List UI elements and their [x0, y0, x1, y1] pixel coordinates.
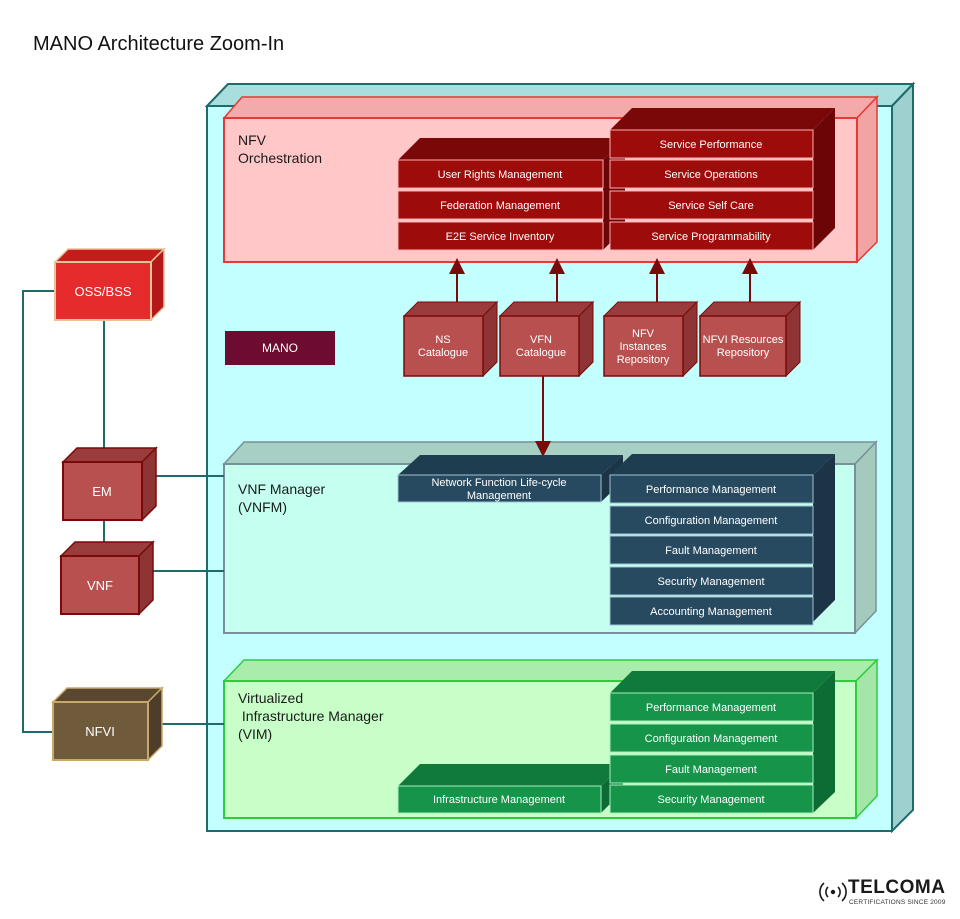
nfvo-left-item: User Rights Management — [438, 169, 563, 181]
vim-left-block: Infrastructure Management — [397, 764, 623, 814]
logo-name: TELCOMA — [848, 877, 946, 898]
nfvo-right-item: Service Programmability — [651, 231, 771, 243]
vnfm-right-stack: Performance Management Configuration Man… — [609, 454, 835, 626]
mano-label: MANO — [262, 341, 298, 355]
nfvo-left-stack: User Rights Management Federation Manage… — [397, 138, 625, 251]
nfvo-left-item: E2E Service Inventory — [446, 231, 555, 243]
nfvi-label: NFVI — [85, 724, 115, 739]
vnfm-left-label: Management — [467, 490, 531, 502]
vim-right-item: Performance Management — [646, 702, 776, 714]
vim-label: Virtualized — [238, 690, 303, 706]
nfvo-right-item: Service Performance — [660, 139, 763, 151]
orchestration-arrows — [449, 258, 758, 457]
vnfm-right-item: Configuration Management — [645, 515, 778, 527]
connector-lines — [22, 290, 224, 733]
vnfm-left-block: Network Function Life-cycle Management — [397, 455, 623, 503]
repository-nfvi-resources: NFVI Resources Repository — [698, 300, 802, 378]
vnfm-label: (VNFM) — [238, 499, 287, 515]
logo-subtitle: CERTIFICATIONS SINCE 2009 — [849, 899, 946, 906]
nfvo-right-stack: Service Performance Service Operations S… — [609, 108, 835, 251]
nfvo-left-item: Federation Management — [440, 200, 560, 212]
vnfm-right-item: Fault Management — [665, 545, 757, 557]
vim-label: Infrastructure Manager — [238, 708, 384, 724]
repository-label: NS — [435, 334, 450, 346]
nfvi-box: NFVI — [51, 686, 164, 762]
broadcast-icon — [819, 882, 847, 902]
vim-right-stack: Performance Management Configuration Man… — [609, 671, 835, 814]
vnfm-right-item: Accounting Management — [650, 606, 772, 618]
repository-label: Catalogue — [418, 347, 468, 359]
page-title: MANO Architecture Zoom-In — [33, 33, 285, 55]
vim-label: (VIM) — [238, 726, 272, 742]
oss-bss-label: OSS/BSS — [74, 284, 131, 299]
nfvo-label: NFV — [238, 132, 267, 148]
oss-bss-box: OSS/BSS — [53, 247, 166, 322]
repository-nfv-instances: NFV Instances Repository — [602, 300, 699, 378]
vim-left-label: Infrastructure Management — [433, 794, 565, 806]
repository-label: Repository — [617, 354, 670, 366]
vnfm-right-item: Performance Management — [646, 484, 776, 496]
vnf-box: VNF — [59, 540, 155, 616]
telcoma-logo: TELCOMA CERTIFICATIONS SINCE 2009 — [818, 877, 946, 909]
vim-right-item: Configuration Management — [645, 733, 778, 745]
repository-vfn-catalogue: VFN Catalogue — [498, 300, 595, 378]
vim-right-item: Security Management — [658, 794, 765, 806]
vnfm-right-item: Security Management — [658, 576, 765, 588]
vim-right-item: Fault Management — [665, 764, 757, 776]
nfvo-right-item: Service Operations — [664, 169, 758, 181]
nfvo-right-item: Service Self Care — [668, 200, 754, 212]
repository-label: Catalogue — [516, 347, 566, 359]
repository-ns-catalogue: NS Catalogue — [402, 300, 499, 378]
em-box: EM — [61, 446, 158, 522]
repository-label: Instances — [619, 341, 667, 353]
repository-label: VFN — [530, 334, 552, 346]
repository-label: Repository — [717, 347, 770, 359]
repository-label: NFV — [632, 328, 655, 340]
mano-label-block: MANO — [225, 331, 335, 365]
vnfm-left-label: Network Function Life-cycle — [431, 477, 566, 489]
repository-label: NFVI Resources — [703, 334, 784, 346]
vnf-label: VNF — [87, 578, 113, 593]
em-label: EM — [92, 484, 112, 499]
nfvo-label: Orchestration — [238, 150, 322, 166]
vnfm-label: VNF Manager — [238, 481, 325, 497]
